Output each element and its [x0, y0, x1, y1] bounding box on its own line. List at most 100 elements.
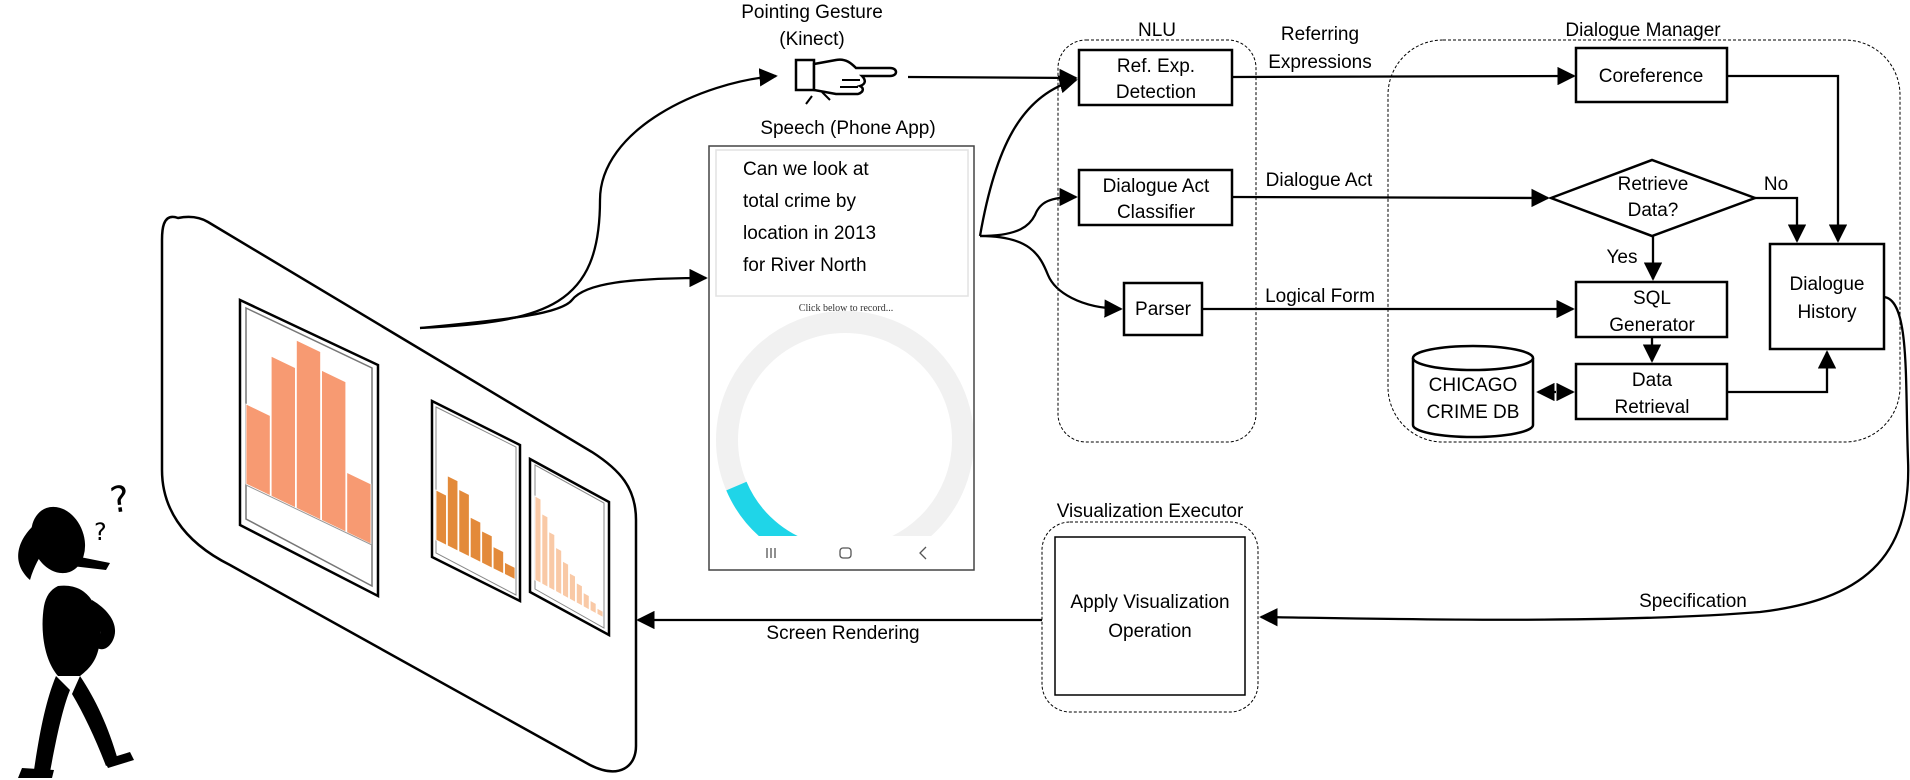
- edge-screen-to-speech: [419, 268, 708, 330]
- edge-phone-to-parser: [979, 234, 1123, 318]
- sql-label: Generator: [1609, 315, 1695, 336]
- data-retrieval-label: Retrieval: [1615, 397, 1690, 418]
- data-retrieval-label: Data: [1632, 370, 1673, 391]
- nlu-module: NLU Ref. Exp. Detection Dialogue Act Cla…: [1057, 20, 1257, 443]
- thumbnail-bar: [435, 489, 447, 546]
- thumbnail-bar: [469, 516, 482, 564]
- dialogue-history-box: [1768, 242, 1886, 351]
- apply-visualization-box: [1054, 536, 1246, 696]
- chart-thumbnail-large: [238, 298, 380, 599]
- coreference-box: [1574, 46, 1729, 104]
- db-label: CRIME DB: [1427, 402, 1520, 423]
- utterance-line: Can we look at: [743, 159, 869, 180]
- edge-phone-to-refexp: [978, 75, 1078, 237]
- chart-thumbnail-medium: [430, 398, 522, 604]
- coreference-label: Coreference: [1599, 66, 1704, 87]
- thumbnail-bar: [346, 471, 372, 545]
- ref-exp-label: Detection: [1116, 82, 1196, 103]
- thumbnail-bar: [295, 339, 322, 521]
- apply-label: Apply Visualization: [1070, 592, 1229, 613]
- sql-generator-box: [1574, 280, 1729, 339]
- thumbnail-bar: [481, 530, 493, 569]
- nlu-title: NLU: [1138, 20, 1176, 41]
- edge-label-specification: Specification: [1639, 591, 1747, 612]
- thumbnail-bar: [541, 513, 549, 588]
- visualization-executor-module: Visualization Executor Apply Visualizati…: [1041, 501, 1259, 713]
- utterance-line: total crime by: [743, 191, 856, 212]
- edge-coreference-to-history: [1727, 74, 1848, 243]
- recent-apps-icon[interactable]: [766, 548, 776, 558]
- record-progress-arc: [726, 481, 798, 536]
- display-screen: [160, 215, 638, 773]
- thumbnail-bar: [447, 475, 459, 552]
- edge-classifier-to-retrieve: [1231, 188, 1550, 208]
- edge-label-screen-rendering: Screen Rendering: [766, 623, 919, 644]
- record-ring[interactable]: [716, 311, 973, 558]
- apply-label: Operation: [1108, 621, 1191, 642]
- back-icon[interactable]: [919, 546, 927, 560]
- parser-label: Parser: [1135, 299, 1192, 320]
- thumbnail-bar: [504, 561, 516, 581]
- retrieve-label: Data?: [1628, 200, 1679, 221]
- home-icon[interactable]: [839, 547, 852, 559]
- chart-thumbnail-small: [528, 456, 611, 638]
- edge-label-logical-form: Logical Form: [1265, 286, 1375, 307]
- edge-retrieval-to-history: [1727, 350, 1837, 394]
- thumbnail-bar: [576, 582, 583, 607]
- dm-title: Dialogue Manager: [1565, 20, 1721, 41]
- gesture-subtitle: (Kinect): [779, 29, 844, 50]
- yes-label: Yes: [1607, 247, 1638, 268]
- edge-labels: Referring Expressions Dialogue Act Logic…: [766, 24, 1746, 644]
- pointing-hand-icon: [794, 58, 898, 105]
- thumbnail-bar: [582, 591, 590, 611]
- utterance-line: for River North: [743, 255, 867, 276]
- thumbnail-bar: [569, 572, 576, 603]
- speech-input: Speech (Phone App) Can we look at total …: [708, 118, 975, 571]
- edge-label-referring: Referring: [1281, 24, 1359, 45]
- edge-retrieve-no-to-history: [1755, 196, 1807, 243]
- utterance-text: Can we look at total crime by location i…: [743, 159, 876, 276]
- dialogue-act-label: Classifier: [1117, 202, 1196, 223]
- database-icon: [1411, 344, 1535, 439]
- speech-title: Speech (Phone App): [760, 118, 935, 139]
- edge-label-dialogue-act: Dialogue Act: [1266, 170, 1373, 191]
- thumbnail-bar: [245, 403, 271, 497]
- thumbnail-bar: [458, 488, 470, 558]
- db-label: CHICAGO: [1429, 375, 1518, 396]
- record-hint: Click below to record...: [799, 303, 893, 314]
- confused-person-icon: ? ?: [18, 479, 134, 778]
- thumbnail-bar: [589, 599, 597, 615]
- thumbnail-bar: [270, 355, 296, 509]
- thumbnail-bar: [548, 530, 556, 592]
- thumbnail-bar: [492, 545, 504, 575]
- history-label: Dialogue: [1790, 274, 1865, 295]
- gesture-input: Pointing Gesture (Kinect): [741, 2, 898, 105]
- dialogue-act-label: Dialogue Act: [1103, 176, 1210, 197]
- gesture-title: Pointing Gesture: [741, 2, 883, 23]
- thumbnail-bar: [596, 607, 604, 619]
- thumbnail-bar: [534, 495, 542, 584]
- utterance-line: location in 2013: [743, 223, 876, 244]
- no-label: No: [1764, 174, 1788, 195]
- ref-exp-label: Ref. Exp.: [1117, 56, 1195, 77]
- ref-exp-detection-box: [1077, 48, 1234, 107]
- svg-text:?: ?: [94, 518, 107, 546]
- sql-label: SQL: [1633, 288, 1671, 309]
- edge-label-referring: Expressions: [1268, 52, 1372, 73]
- phone-app: Can we look at total crime by location i…: [708, 145, 975, 571]
- phone-nav-bar: [766, 546, 927, 560]
- svg-text:?: ?: [108, 479, 133, 522]
- edge-refexp-to-coreference: [1231, 66, 1576, 86]
- edge-gesture-to-refexp: [907, 68, 1078, 88]
- thumbnail-bar: [555, 546, 562, 596]
- connectors: [419, 66, 1910, 630]
- history-label: History: [1797, 302, 1857, 323]
- edge-history-to-executor: [1259, 295, 1910, 627]
- parser-box: [1122, 281, 1204, 337]
- dialogue-manager-module: Dialogue Manager Coreference Retrieve Da…: [1387, 20, 1901, 443]
- thumbnail-bar: [321, 369, 347, 533]
- viz-title: Visualization Executor: [1057, 501, 1244, 522]
- retrieve-data-decision: [1547, 158, 1759, 238]
- retrieve-label: Retrieve: [1618, 174, 1689, 195]
